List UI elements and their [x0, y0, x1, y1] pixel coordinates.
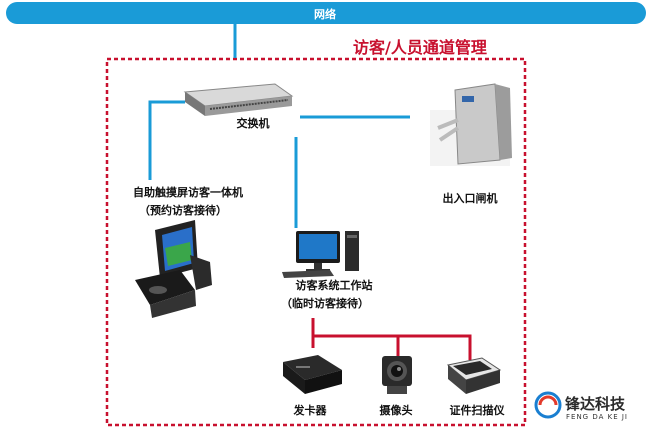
- id-scanner-icon: [446, 357, 502, 394]
- network-label: 网络: [314, 8, 336, 21]
- kiosk-label: 自助触摸屏访客一体机: [133, 186, 243, 199]
- workstation-label: 访客系统工作站: [295, 279, 373, 292]
- watermark-text: 锋达科技: [565, 395, 626, 413]
- switch-label: 交换机: [236, 117, 270, 130]
- camera-label: 摄像头: [379, 404, 413, 417]
- kiosk-sublabel: （预约访客接待）: [139, 204, 227, 217]
- network-bar: [6, 2, 646, 24]
- workstation-sublabel: （临时访客接待）: [281, 297, 369, 310]
- workstation-icon: [282, 231, 359, 278]
- camera-icon: [382, 356, 412, 394]
- link-switch-to-kiosk: [148, 100, 185, 180]
- turnstile-label: 出入口闸机: [442, 192, 498, 205]
- watermark-logo-icon: [534, 391, 562, 419]
- kiosk-icon: [135, 220, 212, 318]
- link-card-to-camera: [313, 334, 400, 356]
- link-camera-to-scanner: [398, 334, 472, 360]
- switch-icon: [183, 83, 294, 116]
- id-scanner-label: 证件扫描仪: [449, 404, 505, 417]
- turnstile-icon: [430, 83, 512, 166]
- card-issuer-label: 发卡器: [293, 404, 327, 417]
- zone-title: 访客/人员通道管理: [353, 38, 487, 57]
- card-issuer-icon: [283, 355, 342, 394]
- watermark-subtext: FENG DA KE JI: [566, 413, 628, 421]
